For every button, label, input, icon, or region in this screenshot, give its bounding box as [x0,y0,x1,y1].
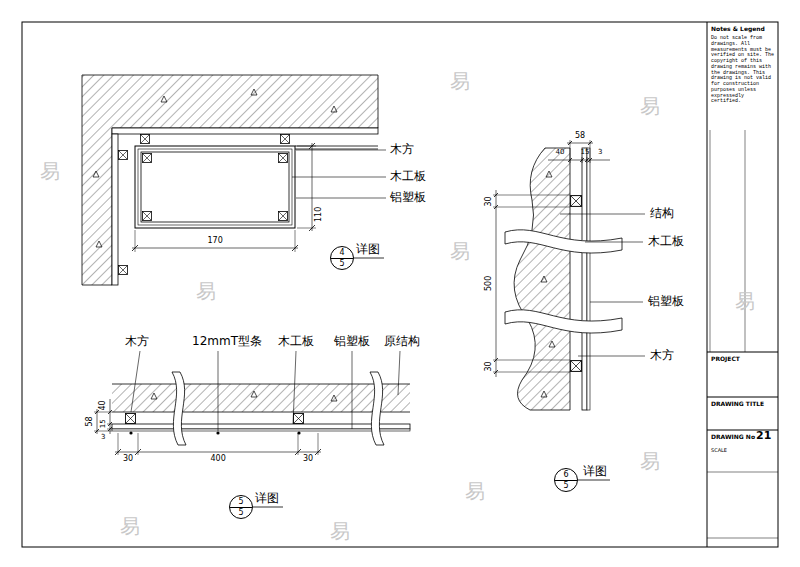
dimension: 15 [99,419,107,428]
watermark: 易 [330,520,350,542]
title-block-field: SCALE [711,448,727,454]
dimension: 15 [581,149,590,157]
detail-title: 详图 [255,492,279,505]
title-block-field: PROJECT [711,356,740,363]
watermark: 易 [640,95,660,117]
part-label: 铝塑板 [648,295,684,308]
dimension: 3 [101,434,105,442]
title-block-heading: Notes & Legend [711,26,765,33]
watermark: 易 [465,480,485,502]
part-label: 木工板 [390,170,426,183]
dimension: 30 [485,361,494,371]
watermark: 易 [40,160,60,182]
watermark: 易 [735,290,755,312]
sheet-number: 5 [230,507,252,518]
title-block-notes: Do not scale from drawings. All measurem… [711,36,775,105]
dimension: 40 [556,149,565,157]
title-block-field: DRAWING TITLE [711,401,764,408]
watermark: 易 [450,240,470,262]
part-label: 木方 [125,335,149,348]
dimension: 400 [211,455,226,464]
dimension: 58 [575,132,585,141]
part-label: 木方 [390,143,414,156]
dimension: 40 [99,400,108,410]
detail-title: 详图 [356,243,380,256]
part-label: 铝塑板 [334,335,370,348]
part-label: 铝塑板 [390,191,426,204]
part-label: 木工板 [278,335,314,348]
detail-number: 4 [331,248,353,258]
watermark: 易 [120,515,140,537]
sheet-number: 5 [331,258,353,269]
detail-callout-circle: 55 [229,495,253,519]
watermark: 易 [450,70,470,92]
dimension: 30 [123,455,133,464]
detail-number: 5 [230,497,252,507]
watermark: 易 [196,280,216,302]
part-label: 结构 [650,207,674,220]
dimension: 110 [315,206,324,221]
part-label: 原结构 [384,335,420,348]
part-label: 12mmT型条 [192,335,262,348]
detail-title: 详图 [583,465,607,478]
dimension: 170 [208,237,223,246]
detail-number: 6 [555,470,577,480]
dimension: 3 [598,149,602,157]
part-label: 木工板 [648,235,684,248]
part-label: 木方 [650,349,674,362]
dimension: 30 [485,196,494,206]
drawing-number: 21 [756,430,771,442]
dimension: 58 [86,416,95,426]
watermark: 易 [640,450,660,472]
dimension: 30 [303,455,313,464]
title-block-field: DRAWING No [711,434,755,441]
detail-callout-circle: 45 [330,246,354,270]
sheet-number: 5 [555,480,577,491]
dimension: 500 [485,275,494,290]
detail-callout-circle: 65 [554,468,578,492]
